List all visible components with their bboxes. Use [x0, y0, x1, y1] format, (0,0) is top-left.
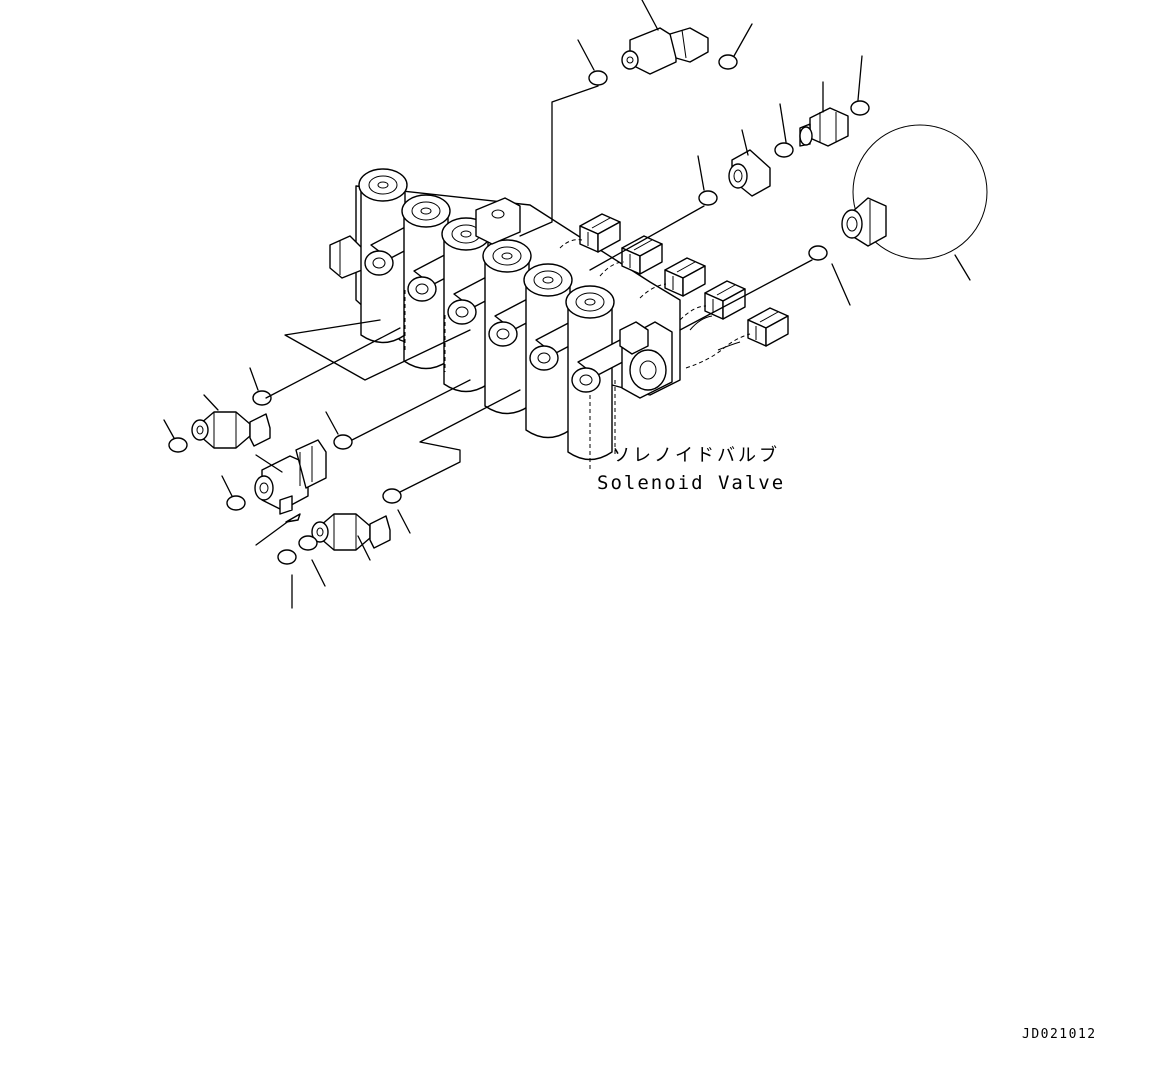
connector-3: [664, 257, 706, 297]
oring-lower-2: [298, 535, 318, 551]
component-label-japanese: ソレノイドバルブ: [612, 444, 780, 466]
oring-left-2: [168, 437, 188, 453]
oring-lower-1: [382, 488, 402, 504]
relief-plug: [329, 235, 363, 279]
tee-fitting: [254, 439, 327, 515]
solenoid-valve-assembly: [329, 168, 789, 470]
plug-fitting-right: [799, 107, 849, 147]
straight-fitting-left: [191, 411, 271, 449]
oring-r1: [774, 142, 794, 158]
leader-lines: [163, 23, 971, 609]
oring-top-left: [588, 70, 608, 86]
oring-r2: [850, 100, 870, 116]
oring-lower-3: [277, 549, 297, 565]
oring-accumulator: [808, 245, 828, 261]
oring-top-right: [718, 54, 738, 70]
connector-1: [579, 213, 621, 253]
elbow-fitting-top: [621, 0, 709, 75]
connector-2: [621, 235, 663, 275]
oring-left-1: [252, 390, 272, 406]
connector-5: [747, 307, 789, 347]
oring-left-4: [226, 495, 246, 511]
component-label-english: Solenoid Valve: [597, 472, 785, 494]
accumulator-detail: [841, 124, 988, 260]
oring-left-3: [333, 434, 353, 450]
drawing-code: JD021012: [1022, 1027, 1097, 1042]
oring-hex-plug: [698, 190, 718, 206]
hex-plug: [728, 149, 771, 197]
check-fitting-lower: [311, 513, 391, 551]
